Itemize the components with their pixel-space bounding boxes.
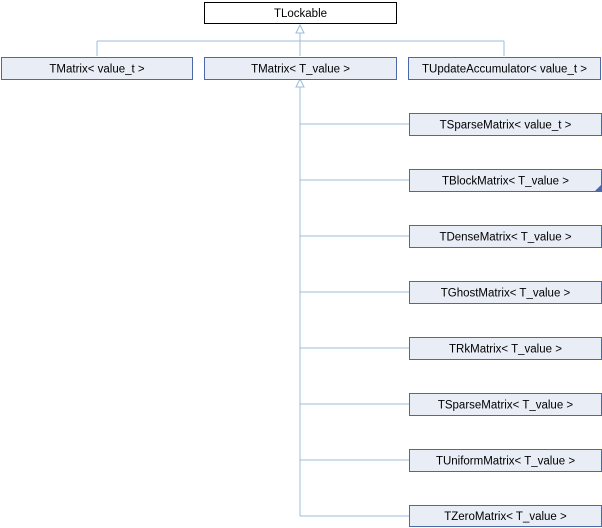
node-trk-matrix[interactable]: TRkMatrix< T_value > [409,337,602,360]
node-tmatrix-value-t[interactable]: TMatrix< value_t > [1,57,193,80]
node-label: TBlockMatrix< T_value > [442,176,569,188]
child-edges [295,77,409,517]
node-tuniform-matrix[interactable]: TUniformMatrix< T_value > [409,449,602,472]
node-label: TUniformMatrix< T_value > [436,456,575,468]
node-label: TGhostMatrix< T_value > [441,288,571,300]
node-label: TUpdateAccumulator< value_t > [422,64,587,76]
node-label: TMatrix< value_t > [49,64,145,76]
node-label: TMatrix< T_value > [251,64,350,76]
node-tghost-matrix[interactable]: TGhostMatrix< T_value > [409,281,602,304]
node-tlockable[interactable]: TLockable [204,2,397,24]
arrowhead-tmatrix-t-value [295,77,305,88]
root-edges [96,23,505,56]
node-tupdate-accumulator[interactable]: TUpdateAccumulator< value_t > [408,57,601,80]
arrowhead-root [295,23,305,34]
node-label: TZeroMatrix< T_value > [444,511,567,523]
node-label: TRkMatrix< T_value > [449,344,562,356]
node-tsparse-matrix-value-t[interactable]: TSparseMatrix< value_t > [409,113,602,136]
node-label: TSparseMatrix< value_t > [440,120,572,132]
node-label: TDenseMatrix< T_value > [439,232,571,244]
node-tmatrix-t-value[interactable]: TMatrix< T_value > [204,57,397,80]
node-tzero-matrix[interactable]: TZeroMatrix< T_value > [409,505,602,527]
node-label: TLockable [274,8,327,20]
node-tblock-matrix[interactable]: TBlockMatrix< T_value > [409,169,602,192]
node-tdense-matrix[interactable]: TDenseMatrix< T_value > [409,225,602,248]
node-tsparse-matrix-t-value[interactable]: TSparseMatrix< T_value > [409,393,602,416]
node-label: TSparseMatrix< T_value > [438,400,574,412]
more-children-indicator [595,185,601,191]
